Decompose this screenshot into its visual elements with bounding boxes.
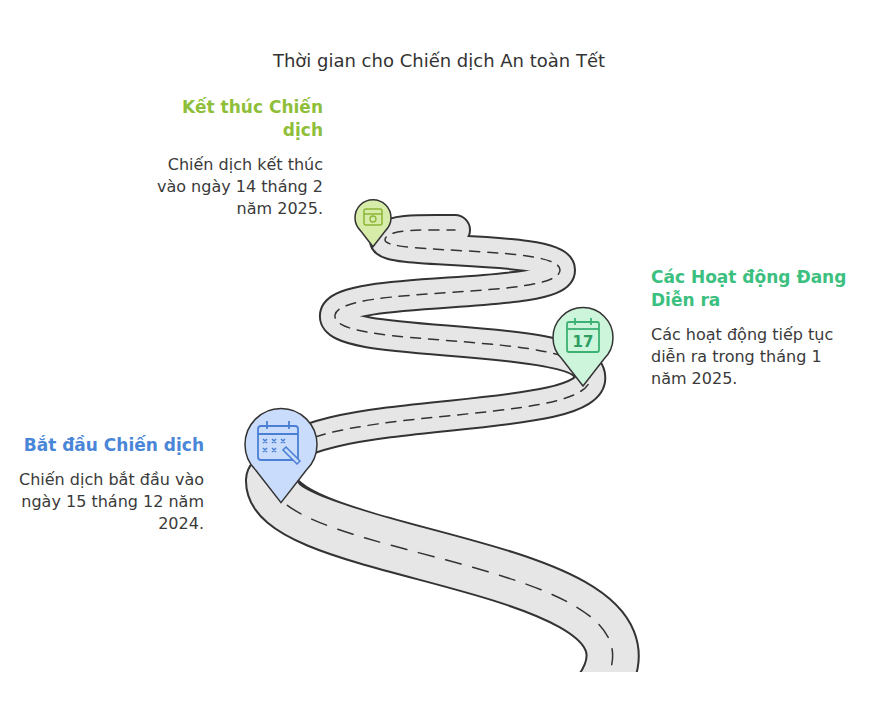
milestone-heading: Kết thúc Chiến dịch — [150, 96, 323, 142]
milestone: Kết thúc Chiến dịchChiến dịch kết thúc v… — [150, 96, 323, 220]
diagram-title: Thời gian cho Chiến dịch An toàn Tết — [0, 50, 878, 71]
milestone-heading: Các Hoạt động Đang Diễn ra — [651, 266, 851, 312]
milestone-heading: Bắt đầu Chiến dịch — [14, 434, 204, 457]
milestone-description: Chiến dịch kết thúc vào ngày 14 tháng 2 … — [150, 154, 323, 220]
milestone-description: Chiến dịch bắt đầu vào ngày 15 tháng 12 … — [14, 469, 204, 535]
milestone: Các Hoạt động Đang Diễn ra Các hoạt động … — [651, 266, 851, 390]
calendar-day-number: 17 — [573, 333, 594, 351]
milestone-description: Các hoạt động tiếp tục diễn ra trong thá… — [651, 324, 851, 390]
milestone: Bắt đầu Chiến dịchChiến dịch bắt đầu vào… — [14, 434, 204, 535]
